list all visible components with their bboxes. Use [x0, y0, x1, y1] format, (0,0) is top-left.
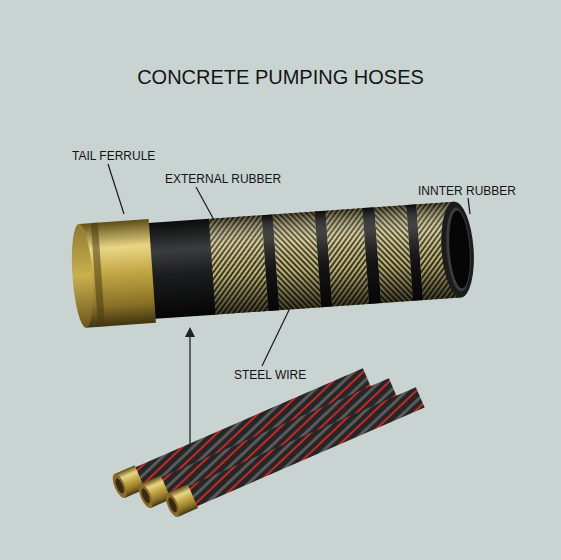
part-label: EXTERNAL RUBBER [165, 172, 281, 186]
diagram-title: CONCRETE PUMPING HOSES [0, 66, 561, 89]
hose-products [110, 366, 426, 518]
part-label: INNTER RUBBER [418, 184, 516, 198]
part-label: STEEL WIRE [234, 368, 306, 382]
part-label: TAIL FERRULE [72, 149, 155, 163]
hose-cutaway [69, 197, 477, 329]
